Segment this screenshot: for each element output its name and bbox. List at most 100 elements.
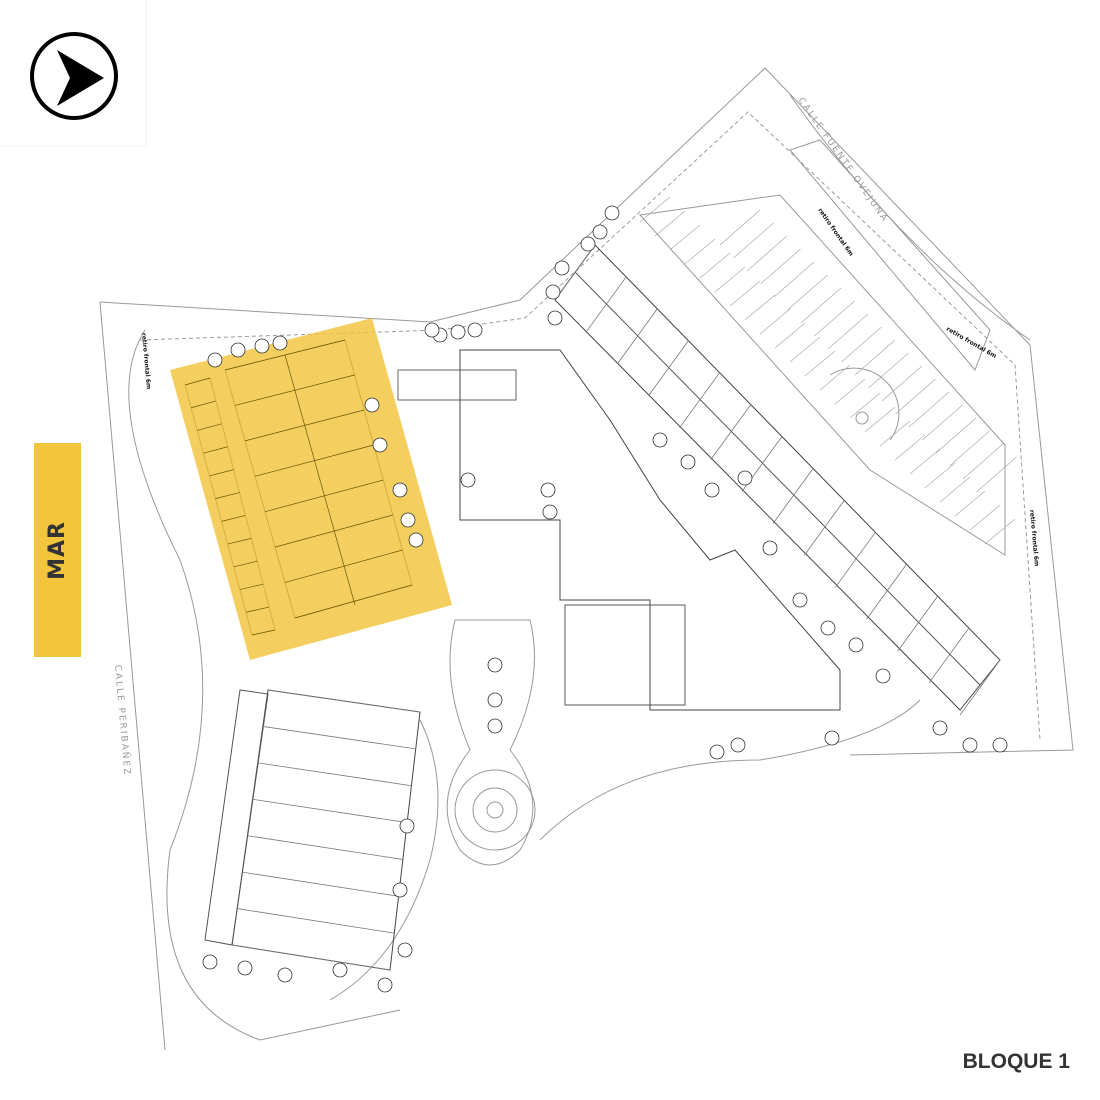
tree-icon <box>604 205 620 221</box>
tree-icon <box>680 454 696 470</box>
parking-space-line <box>789 336 821 363</box>
parking-space-line <box>787 274 828 311</box>
unit-wall <box>585 276 627 333</box>
tree-icon <box>932 720 948 736</box>
parking-space-line <box>684 238 716 265</box>
parking-space-line <box>849 392 881 419</box>
tree-icon <box>547 310 563 326</box>
tree-icon <box>652 432 668 448</box>
parking-space-line <box>976 456 1017 493</box>
unit-wall <box>267 689 421 713</box>
parking-space-line <box>834 378 866 405</box>
tree-icon <box>400 512 416 528</box>
unit-wall <box>294 584 413 619</box>
parking-space-line <box>881 365 923 402</box>
tree-icon <box>399 818 415 834</box>
block-title: BLOQUE 1 <box>962 1050 1070 1073</box>
site-boundary <box>99 67 1074 756</box>
tree-icon <box>467 322 483 338</box>
parking-space-line <box>868 352 909 389</box>
parking-space-line <box>909 448 941 475</box>
parking-space-line <box>774 322 806 349</box>
tree-icon <box>207 352 223 368</box>
balcony-divider <box>233 560 258 568</box>
tree-icon <box>962 737 978 753</box>
parking-space-line <box>729 280 761 307</box>
tree-icon <box>392 882 408 898</box>
setback-line <box>139 111 1041 741</box>
tree-icon <box>545 284 561 300</box>
parking-space-line <box>714 266 746 293</box>
unit-wall <box>897 595 939 652</box>
tree-icon <box>424 322 440 338</box>
parking-space-line <box>969 504 1001 531</box>
tree-icon <box>272 335 288 351</box>
balcony-divider <box>221 515 246 522</box>
street-label-north: CALLE FUENTE OVEJUNA <box>796 96 890 225</box>
balcony-divider <box>184 377 211 386</box>
bloque-1-highlight <box>170 318 452 660</box>
tree-icon <box>450 324 466 340</box>
unit-wall <box>803 500 845 556</box>
unit-wall <box>247 835 403 860</box>
unit-wall <box>274 514 393 548</box>
lower-curve <box>329 719 439 1001</box>
tree-icon <box>580 236 596 252</box>
parking-space-line <box>669 224 701 251</box>
setback-label: retiro frontal 6m <box>1028 510 1040 567</box>
parking-space-line <box>854 339 896 376</box>
setback-label: retiro frontal 6m <box>140 333 152 390</box>
balcony-divider <box>251 629 276 636</box>
tree-icon <box>792 592 808 608</box>
tree-icon <box>392 482 408 498</box>
setback-label: retiro frontal 6m <box>816 207 854 257</box>
unit-wall <box>710 404 752 460</box>
pool <box>397 369 517 401</box>
roundabout-curve <box>829 367 900 441</box>
parking-space-line <box>719 209 761 246</box>
tree-icon <box>592 224 608 240</box>
tree-icon <box>460 472 476 488</box>
parking-space-line <box>922 404 963 441</box>
corridor-line <box>284 354 356 606</box>
tree-icon <box>487 718 503 734</box>
balcony-divider <box>215 492 240 499</box>
restaurant <box>564 604 686 706</box>
parking-area-2 <box>789 139 991 371</box>
tree-icon <box>820 620 836 636</box>
parking-space-line <box>984 518 1016 545</box>
central-building <box>459 349 841 711</box>
tree-icon <box>254 338 270 354</box>
unit-wall <box>616 308 658 365</box>
tree-icon <box>408 532 424 548</box>
driveway-circle <box>454 769 536 851</box>
parking-space-line <box>908 391 950 428</box>
building-east <box>554 244 1001 711</box>
balcony-divider <box>197 423 222 431</box>
tree-icon <box>704 482 720 498</box>
tree-icon <box>202 954 218 970</box>
south-curve <box>539 699 921 841</box>
unit-wall <box>554 244 596 301</box>
tree-icon <box>554 260 570 276</box>
tree-icon <box>824 730 840 746</box>
tree-icon <box>277 967 293 983</box>
unit-wall <box>242 871 399 897</box>
unit-wall <box>835 532 876 588</box>
building-southwest <box>231 689 421 971</box>
tree-icon <box>364 397 380 413</box>
parking-space-line <box>814 300 855 337</box>
tree-icon <box>332 962 348 978</box>
unit-wall <box>262 726 416 750</box>
sea-direction-label: MAR <box>34 443 81 657</box>
parking-space-line <box>895 378 936 415</box>
tree-icon <box>487 657 503 673</box>
parking-space-line <box>841 326 882 363</box>
parking-space-line <box>819 364 851 391</box>
tree-icon <box>709 744 725 760</box>
unit-wall <box>679 372 720 428</box>
driveway <box>446 619 535 866</box>
street-curve-west <box>99 301 166 1051</box>
parking-space-line <box>954 490 986 517</box>
